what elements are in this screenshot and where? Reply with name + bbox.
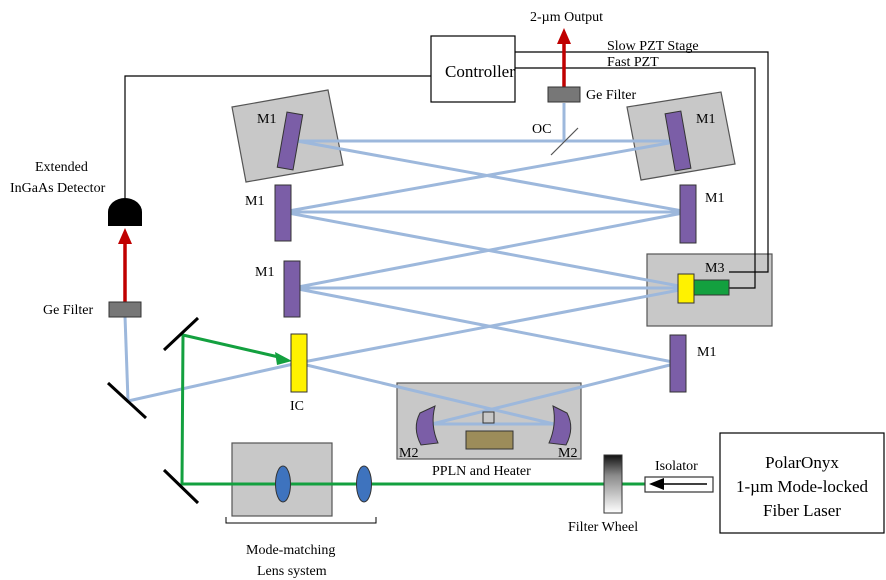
- ingaas-detector: [108, 198, 142, 226]
- ic-label: IC: [290, 399, 304, 414]
- steering-mirror-lower: [162, 468, 200, 505]
- m3-label: M3: [705, 261, 724, 276]
- laser-label-line1: PolarOnyx: [765, 453, 839, 472]
- slow-pzt-label: Slow PZT Stage: [607, 39, 699, 54]
- output-beam-detector: [118, 228, 132, 302]
- isolator-label: Isolator: [655, 459, 698, 474]
- ge-filter-left-label: Ge Filter: [43, 303, 93, 318]
- isolator-arrowhead: [649, 478, 664, 490]
- lens-1: [275, 465, 291, 503]
- controller-box: [430, 35, 516, 103]
- slow-pzt-wire: [515, 51, 769, 273]
- laser-source-box: [719, 432, 885, 534]
- m1-mirror-right-lower: [669, 334, 687, 393]
- laser-label-line2: 1-µm Mode-locked: [736, 477, 869, 496]
- filter-wheel: [603, 454, 623, 514]
- detector-label-line2: InGaAs Detector: [10, 181, 106, 196]
- m1-label-top-left: M1: [257, 112, 276, 127]
- m1-mirrors: [274, 110, 697, 393]
- lens-2: [356, 465, 372, 503]
- filter-wheel-label: Filter Wheel: [568, 520, 638, 535]
- control-wires: [124, 51, 769, 289]
- controller-label: Controller: [445, 62, 515, 81]
- detector-label-line1: Extended: [35, 160, 88, 175]
- m1-label-right-upper: M1: [705, 191, 724, 206]
- fast-pzt-actuator: [693, 279, 730, 296]
- m2-label-left: M2: [399, 446, 418, 461]
- m1-mirror-right-upper: [679, 184, 697, 244]
- m1-label-left-middle: M1: [255, 265, 274, 280]
- steering-mirrors: [106, 316, 200, 505]
- m2-mirror-right: [548, 405, 572, 446]
- m1-label-left-upper: M1: [245, 194, 264, 209]
- mode-matching-label-line2: Lens system: [257, 564, 327, 579]
- m2-label-right: M2: [558, 446, 577, 461]
- m1-label-right-lower: M1: [697, 345, 716, 360]
- m1-mirror-top-right: [664, 110, 692, 172]
- fast-pzt-wire: [515, 67, 756, 289]
- ppln-label: PPLN and Heater: [432, 464, 531, 479]
- output-beam-top: [557, 28, 571, 87]
- steering-mirror-upper: [162, 316, 200, 352]
- output-label: 2-µm Output: [530, 10, 603, 25]
- mode-matching-label-line1: Mode-matching: [246, 543, 335, 558]
- m1-mirror-left-middle: [283, 260, 301, 318]
- pump-arrowhead: [275, 352, 292, 365]
- ppln-crystal-holder: [482, 411, 495, 424]
- oc-output-coupler: [550, 127, 579, 156]
- ppln-heater-block: [465, 430, 514, 450]
- fast-pzt-label: Fast PZT: [607, 55, 659, 70]
- cavity-beam: [123, 103, 691, 426]
- ge-filter-left: [108, 301, 142, 318]
- ge-filter-top-label: Ge Filter: [586, 88, 636, 103]
- m3-mirror: [677, 273, 695, 304]
- pump-beam: [180, 333, 645, 486]
- ge-filter-top: [547, 86, 581, 103]
- mode-matching-bracket: [225, 517, 377, 524]
- laser-label-line3: Fiber Laser: [763, 501, 841, 520]
- m2-mirror-left: [415, 405, 439, 446]
- oc-label: OC: [532, 122, 551, 137]
- m1-mirror-top-left: [276, 111, 304, 171]
- m1-mirror-left-upper: [274, 184, 292, 242]
- ic-input-coupler: [290, 333, 308, 393]
- m1-label-top-right: M1: [696, 112, 715, 127]
- steering-mirror-detector: [106, 381, 148, 420]
- detector-signal-wire: [124, 75, 431, 198]
